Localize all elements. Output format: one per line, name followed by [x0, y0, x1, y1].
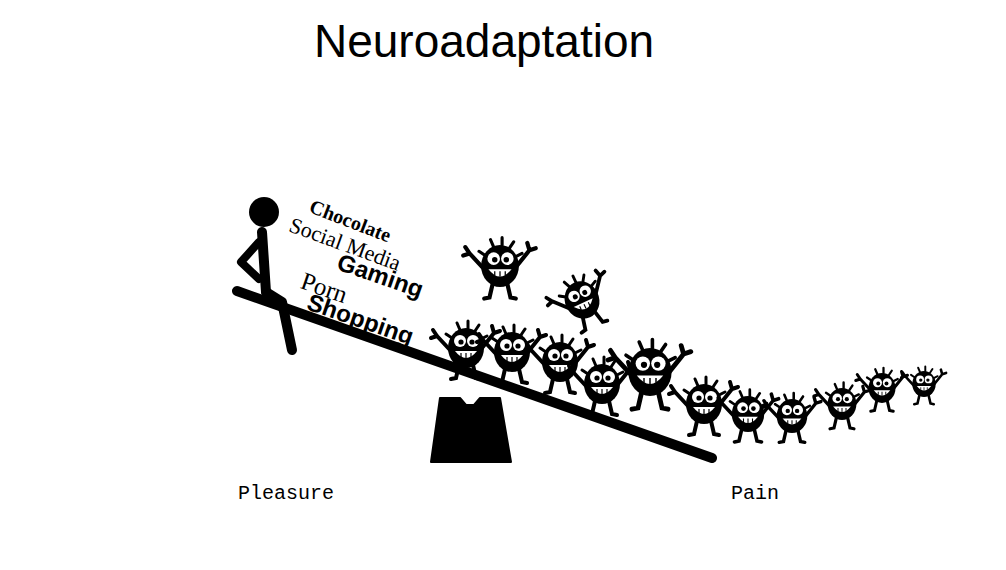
slide-title: Neuroadaptation	[0, 18, 968, 64]
pleasure-source: Shopping	[304, 290, 416, 349]
axis-label: Pleasure	[238, 484, 334, 504]
axis-label: Pain	[731, 484, 779, 504]
